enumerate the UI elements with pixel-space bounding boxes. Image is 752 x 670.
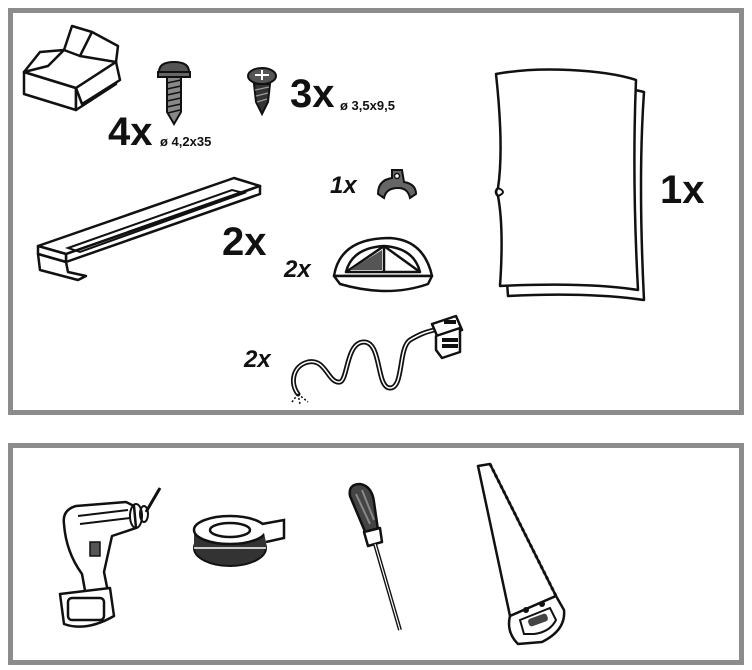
cover-qty: 2x bbox=[284, 256, 311, 283]
screws-large-qty: 4x bbox=[108, 110, 153, 154]
paper-template-icon bbox=[494, 68, 646, 302]
screws-small-qty: 3x bbox=[290, 72, 335, 116]
drill-icon bbox=[58, 487, 162, 628]
screw-small-icon bbox=[247, 67, 277, 117]
power-cable-icon bbox=[290, 314, 464, 405]
screw-large-icon bbox=[157, 60, 191, 126]
clip-qty: 1x bbox=[330, 172, 357, 199]
bracket-icon bbox=[36, 176, 262, 282]
screws-large-spec: ø 4,2x35 bbox=[160, 134, 212, 149]
saw-icon bbox=[476, 462, 566, 646]
clip-icon bbox=[376, 169, 418, 200]
tape-icon bbox=[192, 514, 286, 567]
box-icon bbox=[22, 24, 122, 112]
bracket-qty: 2x bbox=[222, 220, 267, 264]
semicircle-cover-icon bbox=[332, 236, 434, 293]
cable-qty: 2x bbox=[244, 346, 271, 373]
screwdriver-icon bbox=[348, 482, 402, 631]
template-qty: 1x bbox=[660, 168, 705, 212]
screws-small-spec: ø 3,5x9,5 bbox=[340, 98, 395, 113]
